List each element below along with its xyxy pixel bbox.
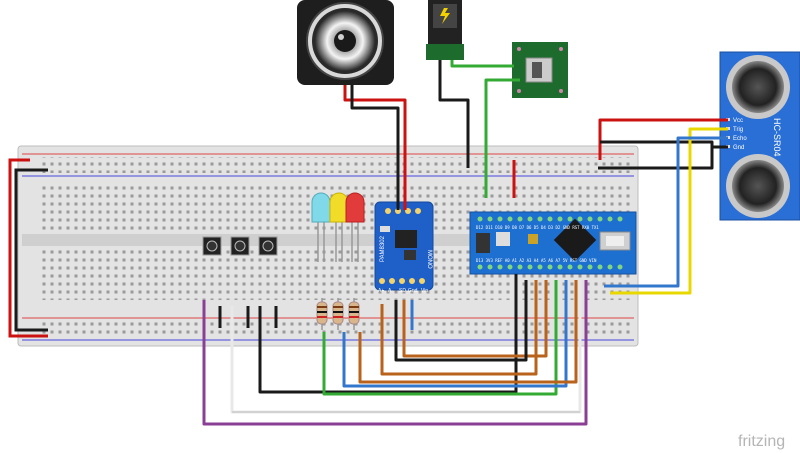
power-rail-jumpers [8,158,48,338]
sensor-pin-echo: Echo [733,136,747,142]
push-button-2 [230,236,250,256]
speaker [297,0,394,85]
resistor-2 [332,298,344,330]
amp-pin-aminus: A- [388,288,393,294]
sensor-label: HC-SR04 [772,118,782,157]
audio-amplifier-board: PAM8302 MONO A+ A- SD Gnd Vin [374,201,434,294]
amp-pin-vin: Vin [421,288,428,294]
sensor-pin-gnd: Gnd [733,145,744,151]
slide-switch [512,42,568,98]
resistor-3 [348,298,360,330]
wires [202,60,728,426]
resistor-1 [316,298,328,330]
push-button-3 [258,236,278,256]
led-red [345,192,365,262]
amp-pin-aplus: A+ [378,288,384,294]
ultrasonic-sensor: Vcc Trig Echo Gnd HC-SR04 [719,51,800,221]
amp-chip-label: PAM8302 [380,235,386,262]
nano-top-pins: D12 D11 D10 D9 D8 D7 D6 D5 D4 D3 D2 GND … [476,225,599,230]
sensor-pin-vcc: Vcc [733,118,743,124]
fritzing-watermark: fritzing [738,433,785,450]
push-button-1 [202,236,222,256]
amp-pin-gnd: Gnd [408,288,418,294]
amp-pin-sd: SD [399,288,406,294]
nano-bottom-pins: D13 3V3 REF A0 A1 A2 A3 A4 A5 A6 A7 5V R… [476,258,597,263]
arduino-nano: D12 D11 D10 D9 D8 D7 D6 D5 D4 D3 D2 GND … [469,211,637,275]
amp-mono-label: MONO [426,250,432,269]
dc-power-jack [426,0,464,60]
sensor-pin-trig: Trig [733,127,743,133]
